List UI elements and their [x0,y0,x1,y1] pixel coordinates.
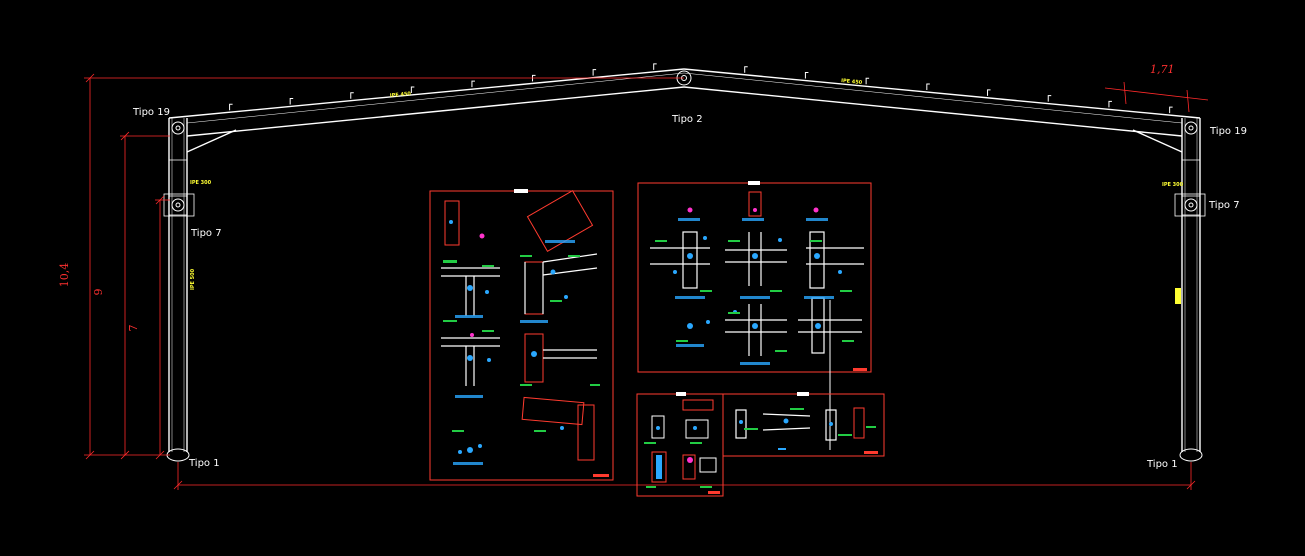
purlin-mark [653,63,657,70]
left-rafter [168,68,685,137]
dim-eave-height: 9 [92,289,105,296]
profile-rafter-right: IPE 450 [841,78,863,86]
purlin-mark [865,77,870,85]
label-left-base: Tipo 1 [188,458,220,469]
profile-rafter-left: IPE 450 [390,91,412,99]
purlin-mark [410,86,415,93]
right-column [1181,118,1201,452]
portal-frame [163,68,1206,452]
purlin-mark [532,74,536,82]
detail-sheet-b[interactable] [637,181,872,450]
detail-sheet-d[interactable] [636,392,724,497]
column-marker [1175,288,1181,304]
purlins [229,63,1173,114]
label-ridge: Tipo 2 [671,114,703,125]
purlin-mark [804,72,809,79]
dim-purlin-spacing: 1,71 [1150,63,1175,76]
purlin-mark [471,80,475,88]
label-left-crane: Tipo 7 [190,228,222,239]
label-left-eave: Tipo 19 [132,107,170,118]
purlin-mark [926,83,930,91]
profile-bracket-left: IPE 300 [190,180,212,186]
label-right-base: Tipo 1 [1146,459,1178,470]
left-haunch [186,129,237,153]
dimension-lines [84,73,1209,490]
purlin-mark [1108,100,1112,108]
profile-bracket-right: IPE 300 [1162,182,1184,188]
detail-sheet-a[interactable] [429,189,614,481]
dim-crane-height: 7 [127,325,140,332]
purlin-mark [987,89,991,96]
purlin-mark [289,97,294,105]
purlin-mark [1169,106,1173,114]
purlin-mark [229,103,233,111]
label-right-crane: Tipo 7 [1208,200,1240,211]
left-column [168,118,188,452]
purlin-mark [744,66,748,73]
purlin-mark [350,92,354,99]
right-rafter [683,68,1201,137]
purlin-mark [592,69,597,76]
right-haunch [1132,129,1183,153]
label-right-eave: Tipo 19 [1209,126,1247,137]
profile-column-left: IPE 500 [190,268,196,290]
purlin-mark [1047,95,1052,102]
dim-total-height: 10,4 [58,263,71,288]
